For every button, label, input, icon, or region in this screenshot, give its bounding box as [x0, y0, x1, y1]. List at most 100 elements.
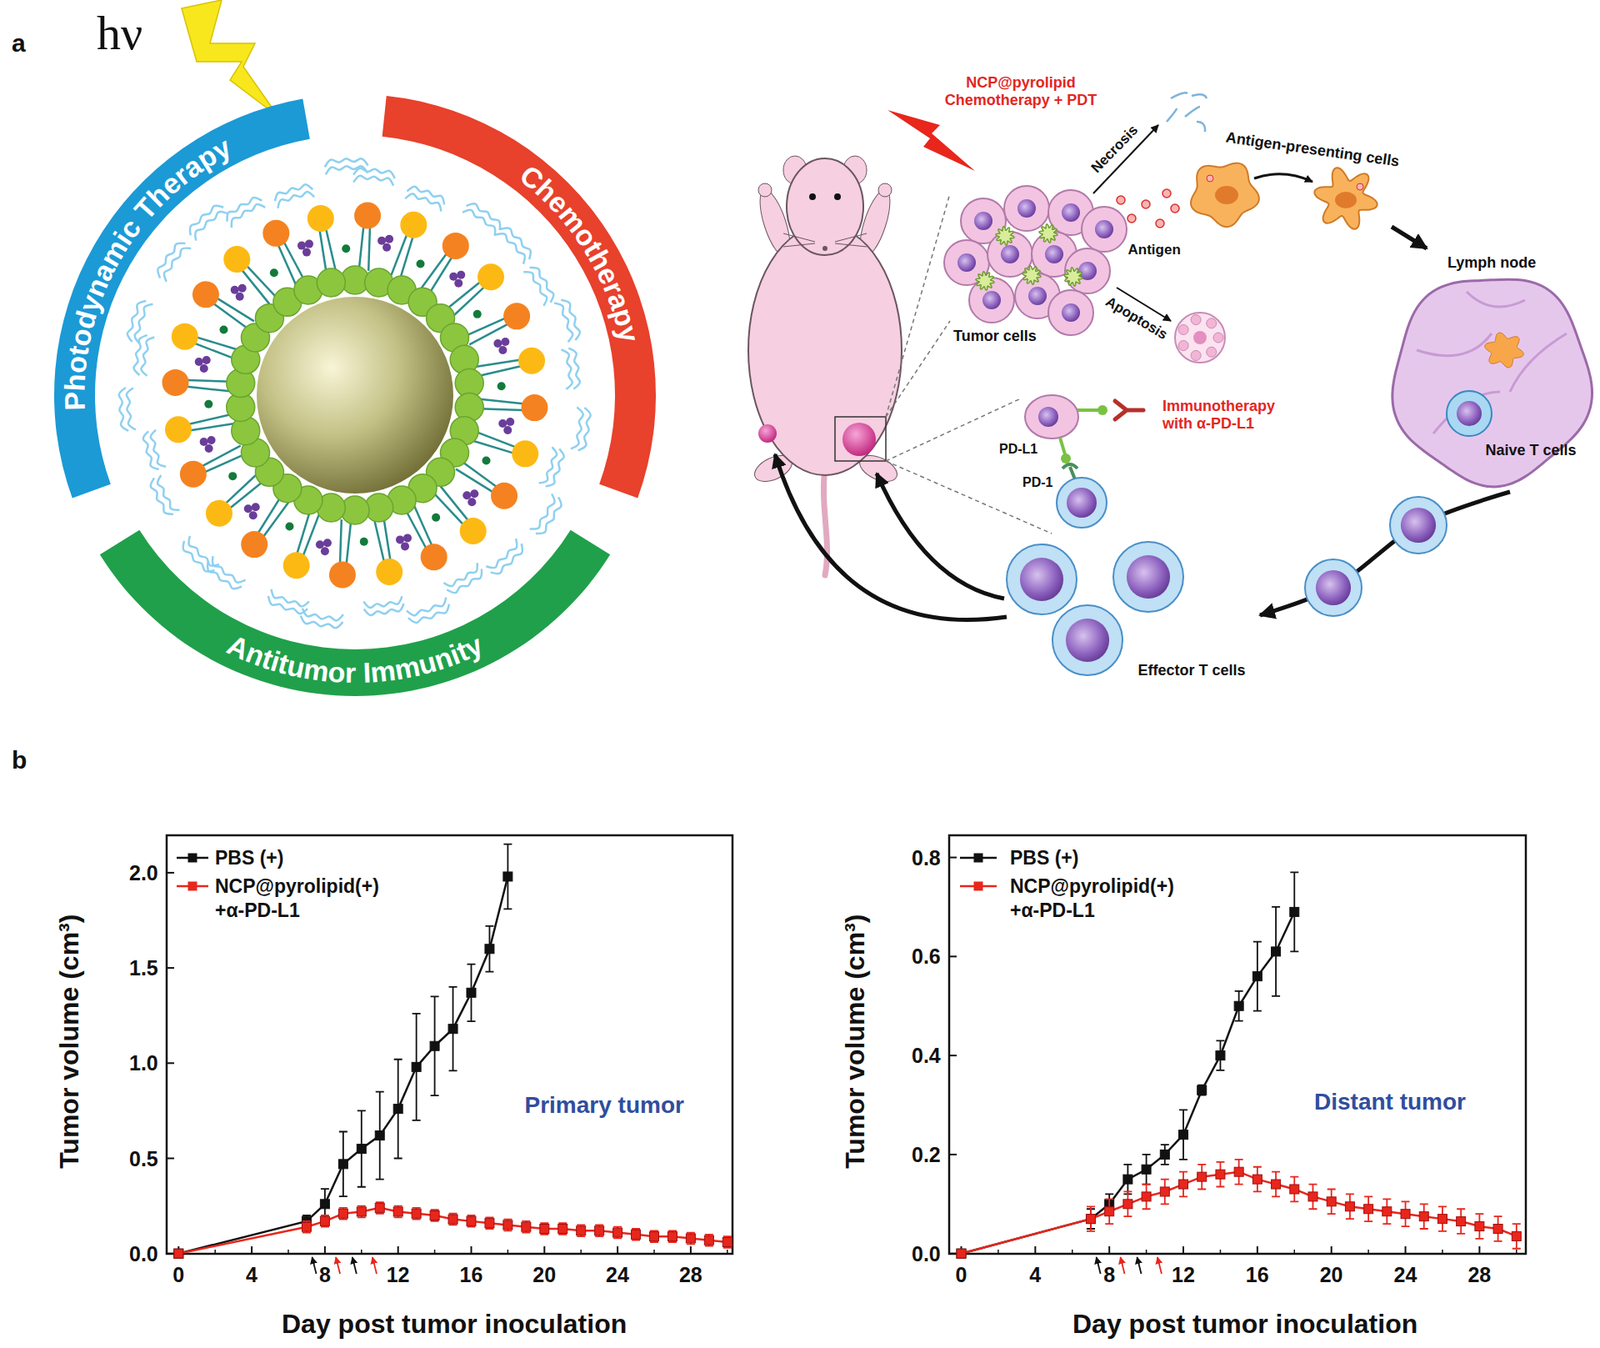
drug-molecule [462, 490, 471, 500]
peg-chain [535, 496, 562, 534]
data-marker [356, 1144, 366, 1154]
error-bar [1215, 1161, 1225, 1187]
photon-symbol: hν [96, 4, 143, 63]
legend-label: PBS (+) [1010, 845, 1079, 870]
drug-molecule [205, 444, 214, 453]
cell-group: Naive T cells [1441, 385, 1585, 464]
axis-title: Tumor volume (cm³) [53, 914, 85, 1169]
drug-dot [219, 325, 228, 334]
error-bar [686, 1232, 695, 1245]
error-bar [430, 1209, 440, 1221]
drug-molecule [202, 355, 211, 365]
lipid-head [171, 323, 199, 350]
drug-dot [285, 522, 294, 531]
peg-chain [443, 562, 477, 586]
mouse-whisker [783, 243, 815, 247]
mouse-whisker [835, 243, 867, 247]
data-marker [1085, 1214, 1095, 1224]
zoom-box [835, 416, 886, 461]
legend-label: NCP@pyrolipid(+) +α-PD-L1 [1010, 874, 1189, 923]
data-marker [1105, 1206, 1115, 1216]
apoptotic-body [1206, 318, 1217, 329]
debris-strand [1166, 108, 1177, 122]
band-label-path: Photodynamic Therapy [58, 130, 236, 411]
apc-cell [1485, 332, 1525, 368]
data-marker [320, 1199, 330, 1209]
data-line [178, 1207, 728, 1254]
error-bar [1345, 1193, 1355, 1219]
error-bar [412, 1013, 421, 1120]
necrosis-debris [1166, 92, 1207, 132]
cell-nucleus [974, 211, 993, 230]
peg-chain [164, 248, 191, 282]
lipid-tail [346, 520, 352, 564]
nanoparticle-dot [1039, 224, 1058, 243]
nanoparticle-dot [1022, 265, 1041, 285]
mouse-head [786, 158, 864, 255]
drug-dot [473, 310, 482, 319]
node-label: Naive T cells [1485, 441, 1577, 460]
tick-mark [1405, 1245, 1407, 1254]
error-bar [613, 1226, 622, 1239]
pdl1-receptor [1060, 437, 1065, 455]
lipid-tail [479, 408, 523, 410]
drawn-g: Chemotherapy [382, 95, 656, 498]
tick-mark [580, 1249, 582, 1254]
lipid-tail [190, 423, 233, 430]
process-label: Necrosis [1088, 121, 1143, 177]
data-marker [956, 1248, 966, 1258]
error-bar [357, 1205, 366, 1218]
drug-molecule [456, 270, 465, 280]
error-bar [1290, 1176, 1299, 1202]
data-marker [1123, 1174, 1133, 1184]
lipid-tail [429, 257, 453, 295]
cell-body [1056, 477, 1107, 528]
tick-label: 0.6 [911, 943, 941, 969]
plot-frame [166, 835, 733, 1254]
cell-nucleus [1065, 618, 1110, 662]
pdl1-receptor [1097, 405, 1108, 415]
data-marker [1252, 971, 1262, 981]
apoptotic-body [1190, 350, 1201, 360]
cell-group: Effector T cells [1000, 537, 1260, 688]
peg-chain [300, 615, 344, 628]
drug-molecule [400, 541, 410, 550]
data-marker [1511, 1230, 1521, 1240]
antigen-dot [1155, 219, 1165, 228]
lipid-tail [383, 516, 390, 560]
drug-molecule [493, 339, 502, 348]
cell-nucleus [1020, 557, 1064, 601]
error-bar [631, 1228, 640, 1240]
data-marker [485, 1218, 495, 1228]
lipid-tail [278, 245, 296, 285]
lipid-tail [189, 414, 232, 425]
band-label-path: Chemotherapy [514, 158, 646, 345]
tick-mark [324, 1245, 326, 1254]
peg-chain [275, 184, 313, 201]
data-marker [1475, 1221, 1485, 1231]
peg-chain [530, 267, 555, 303]
tick-mark [1145, 1249, 1148, 1254]
drug-molecule [230, 285, 240, 295]
cell-nucleus [1456, 400, 1482, 426]
flow-arrow [1260, 491, 1510, 615]
data-marker [1123, 1199, 1133, 1209]
error-bar [1123, 1164, 1132, 1195]
peg-chain [406, 186, 445, 205]
tick-mark [470, 1245, 473, 1254]
node-label: Antigen-presenting cells [1225, 128, 1401, 171]
nanoparticle-dot [975, 271, 995, 290]
tick-label: 0.0 [129, 1240, 159, 1266]
cell-nucleus [1061, 303, 1080, 322]
error-bar [1438, 1205, 1447, 1231]
error-bar [485, 925, 494, 972]
tick-mark [616, 1245, 619, 1254]
light-bolt [181, 0, 279, 117]
tick-label: 28 [1467, 1261, 1491, 1287]
drug-molecule [498, 345, 507, 355]
cell-cluster: Tumor cells [941, 185, 1134, 349]
cell-nucleus [1193, 330, 1207, 345]
cell-nucleus [1000, 245, 1020, 264]
data-marker [430, 1210, 440, 1220]
tick-mark [166, 1252, 175, 1255]
